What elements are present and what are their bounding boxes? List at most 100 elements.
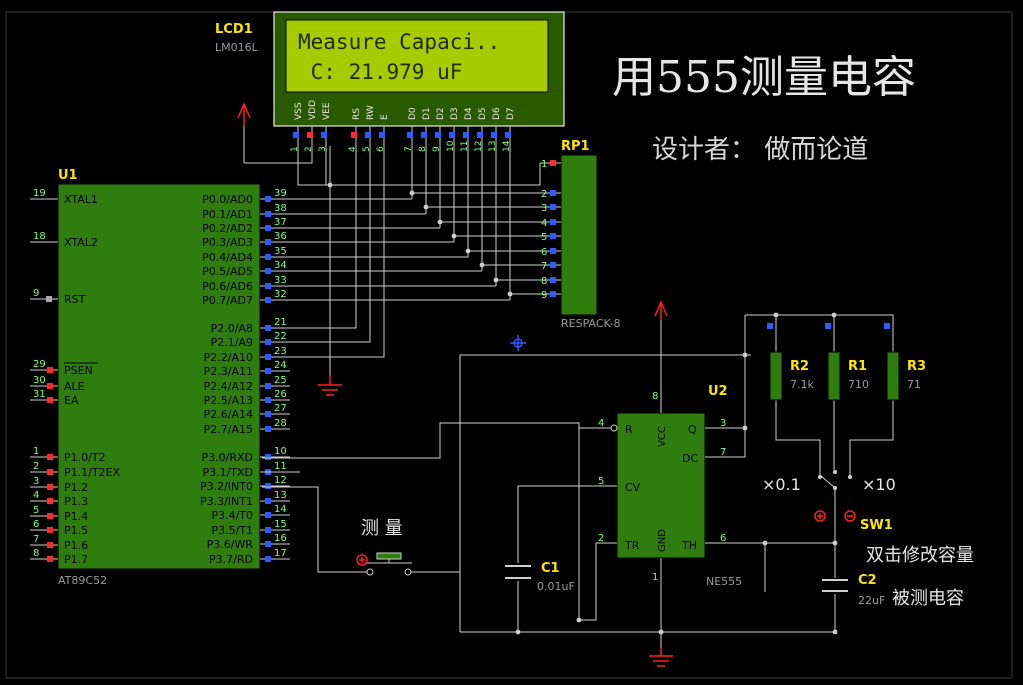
- pin-marker: [265, 339, 271, 345]
- mcu-right-pin-name: P3.0/RXD: [202, 451, 253, 464]
- mcu-part: AT89C52: [58, 574, 107, 587]
- u2-pin-vcc: VCC: [657, 426, 668, 447]
- capacitor-c1[interactable]: [505, 565, 531, 579]
- mcu-right-pin-name: P2.4/A12: [204, 380, 253, 393]
- junction: [327, 182, 333, 188]
- mcu-chip[interactable]: [57, 183, 261, 570]
- pin-marker: [265, 454, 271, 460]
- junction: [479, 262, 485, 268]
- measure-button[interactable]: [356, 552, 412, 576]
- ground-symbol-lcd: [318, 375, 342, 396]
- mcu-right-pin-number: 16: [274, 533, 287, 544]
- mcu-right-pin-name: P0.7/AD7: [202, 294, 253, 307]
- pin-marker: [265, 368, 271, 374]
- lcd-pin-name: D5: [478, 107, 488, 120]
- mcu-left-pin-number: 30: [33, 375, 46, 386]
- junction: [515, 629, 521, 635]
- u2-pinnum-tr: 2: [598, 533, 604, 544]
- junction: [437, 219, 443, 225]
- mcu-right-pins: 39P0.0/AD038P0.1/AD137P0.2/AD236P0.3/AD3…: [200, 188, 290, 566]
- pin-marker: [449, 132, 455, 138]
- junction: [742, 352, 748, 358]
- mcu-left-pin-name: P1.6: [64, 539, 88, 552]
- mcu-right-pin-number: 13: [274, 490, 287, 501]
- wires: [244, 145, 541, 358]
- resistor-pack[interactable]: [560, 154, 598, 316]
- pin-marker: [265, 283, 271, 289]
- resistor-value: 710: [848, 378, 869, 391]
- pin-marker: [47, 469, 53, 475]
- mcu-right-pin-number: 22: [274, 331, 287, 342]
- mcu-right-pin-number: 17: [274, 548, 287, 559]
- sw1-ref: SW1: [860, 518, 893, 533]
- sw1-control-dots[interactable]: [814, 510, 856, 522]
- mcu-right-pin-name: P3.5/T1: [211, 524, 253, 537]
- pin-marker: [265, 354, 271, 360]
- mcu-right-pin-number: 26: [274, 389, 287, 400]
- pin-marker: [265, 211, 271, 217]
- lcd-pin-number: 12: [474, 141, 484, 152]
- mcu-left-pin-number: 5: [33, 505, 39, 516]
- lcd-pin-name: D6: [492, 107, 502, 120]
- mcu-left-pin-number: 2: [33, 461, 39, 472]
- u2-pinnum-cv: 5: [598, 476, 604, 487]
- resistor-ref: R3: [907, 359, 926, 374]
- pin-marker: [435, 132, 441, 138]
- pin-marker: [47, 367, 53, 373]
- power-terminal-555[interactable]: [654, 300, 668, 320]
- u2-pinnum-r: 4: [598, 418, 604, 429]
- mcu-left-pin-name: P1.2: [64, 481, 88, 494]
- junction: [832, 629, 838, 635]
- mcu-left-pin-name: XTAL2: [64, 236, 98, 249]
- mcu-right-pin-name: P2.6/A14: [204, 408, 253, 421]
- range-switch[interactable]: [818, 470, 852, 490]
- lcd-pin-name: D4: [464, 107, 474, 120]
- cursor-crosshair: [510, 335, 526, 351]
- mcu-right-pin-number: 12: [274, 475, 287, 486]
- pin-marker: [825, 323, 831, 329]
- c2-label: 被测电容: [892, 588, 964, 609]
- mcu-ref: U1: [58, 168, 78, 183]
- mcu-right-pin-name: P0.4/AD4: [202, 251, 253, 264]
- mcu-left-pin-number: 9: [33, 288, 39, 299]
- rp1-part: RESPACK-8: [561, 317, 621, 330]
- power-terminal-lcd[interactable]: [237, 102, 251, 163]
- pin-marker: [46, 296, 52, 302]
- rp1-pin-number: 1: [541, 159, 547, 170]
- mcu-right-pin-number: 35: [274, 246, 287, 257]
- lcd-line-2: C: 21.979 uF: [298, 60, 462, 84]
- mcu-right-pin-name: P2.2/A10: [204, 351, 253, 364]
- rp1-pin-number: 3: [541, 203, 547, 214]
- junction: [742, 425, 748, 431]
- capacitor-c2[interactable]: [822, 579, 848, 592]
- pin-marker: [293, 132, 299, 138]
- pin-marker: [47, 484, 53, 490]
- pin-marker: [307, 132, 313, 138]
- u2-ref: U2: [708, 384, 728, 399]
- resistor-ref: R1: [848, 359, 867, 374]
- pin-marker: [463, 132, 469, 138]
- mcu-right-pin-number: 24: [274, 360, 287, 371]
- measure-button-label: 测 量: [361, 518, 403, 539]
- lcd-pin-number: 10: [446, 140, 456, 152]
- pin-marker: [884, 323, 890, 329]
- lcd-pin-name: E: [380, 114, 390, 120]
- rp1-pin-number: 9: [541, 290, 547, 301]
- junction: [451, 233, 457, 239]
- u2-pinnum-q: 3: [720, 418, 726, 429]
- pin-marker: [477, 132, 483, 138]
- pin-marker: [550, 262, 556, 268]
- pin-marker: [265, 297, 271, 303]
- lcd-pin-number: 4: [348, 146, 358, 152]
- lcd-part: LM016L: [215, 41, 259, 54]
- pin-marker: [265, 512, 271, 518]
- mcu-left-pin-number: 19: [33, 188, 46, 199]
- mcu-right-pin-name: P0.3/AD3: [202, 236, 253, 249]
- pin-marker: [265, 268, 271, 274]
- lcd-pin-number: 3: [318, 146, 328, 152]
